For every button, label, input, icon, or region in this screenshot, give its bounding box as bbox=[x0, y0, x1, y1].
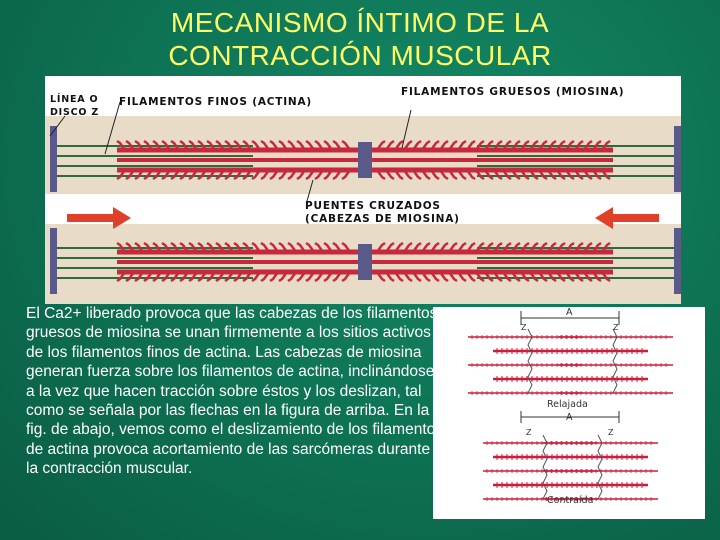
sarcomere-figure: LÍNEA O DISCO Z FILAMENTOS FINOS (ACTINA… bbox=[45, 76, 681, 304]
z-disc bbox=[674, 126, 681, 192]
z-disc bbox=[50, 228, 57, 294]
label-z-left-top: Z bbox=[521, 323, 526, 332]
label-a-band-top: A bbox=[566, 307, 573, 318]
caption-contracted: Contraída bbox=[547, 495, 593, 506]
z-line bbox=[528, 329, 532, 393]
m-line bbox=[358, 142, 372, 178]
label-z-left-bottom: Z bbox=[526, 428, 531, 437]
label-thin-filaments: FILAMENTOS FINOS (ACTINA) bbox=[119, 96, 312, 109]
m-line bbox=[358, 244, 372, 280]
explanation-paragraph: El Ca2+ liberado provoca que las cabezas… bbox=[26, 304, 444, 479]
label-z-right-top: Z bbox=[613, 323, 618, 332]
title-line-1: MECANISMO ÍNTIMO DE LA bbox=[60, 6, 660, 39]
z-disc bbox=[674, 228, 681, 294]
label-cross-bridges: PUENTES CRUZADOS (CABEZAS DE MIOSINA) bbox=[305, 200, 460, 226]
z-disc bbox=[50, 126, 57, 192]
label-a-band-bottom: A bbox=[566, 412, 573, 423]
contracted-sarcomere bbox=[483, 435, 658, 501]
sarcomere-diagram bbox=[45, 76, 681, 304]
z-line bbox=[598, 435, 602, 499]
title-line-2: CONTRACCIÓN MUSCULAR bbox=[60, 39, 660, 72]
z-line bbox=[613, 329, 617, 393]
slide-title: MECANISMO ÍNTIMO DE LA CONTRACCIÓN MUSCU… bbox=[60, 6, 660, 72]
relaxed-sarcomere bbox=[468, 329, 673, 395]
label-thick-filaments: FILAMENTOS GRUESOS (MIOSINA) bbox=[401, 86, 624, 99]
label-z-right-bottom: Z bbox=[608, 428, 613, 437]
caption-relaxed: Relajada bbox=[547, 399, 588, 410]
z-line bbox=[543, 435, 547, 499]
label-z-line: LÍNEA O DISCO Z bbox=[50, 93, 99, 119]
sarcomere-comparison-figure: A Z Z Relajada A Z Z Contraída bbox=[433, 307, 705, 519]
